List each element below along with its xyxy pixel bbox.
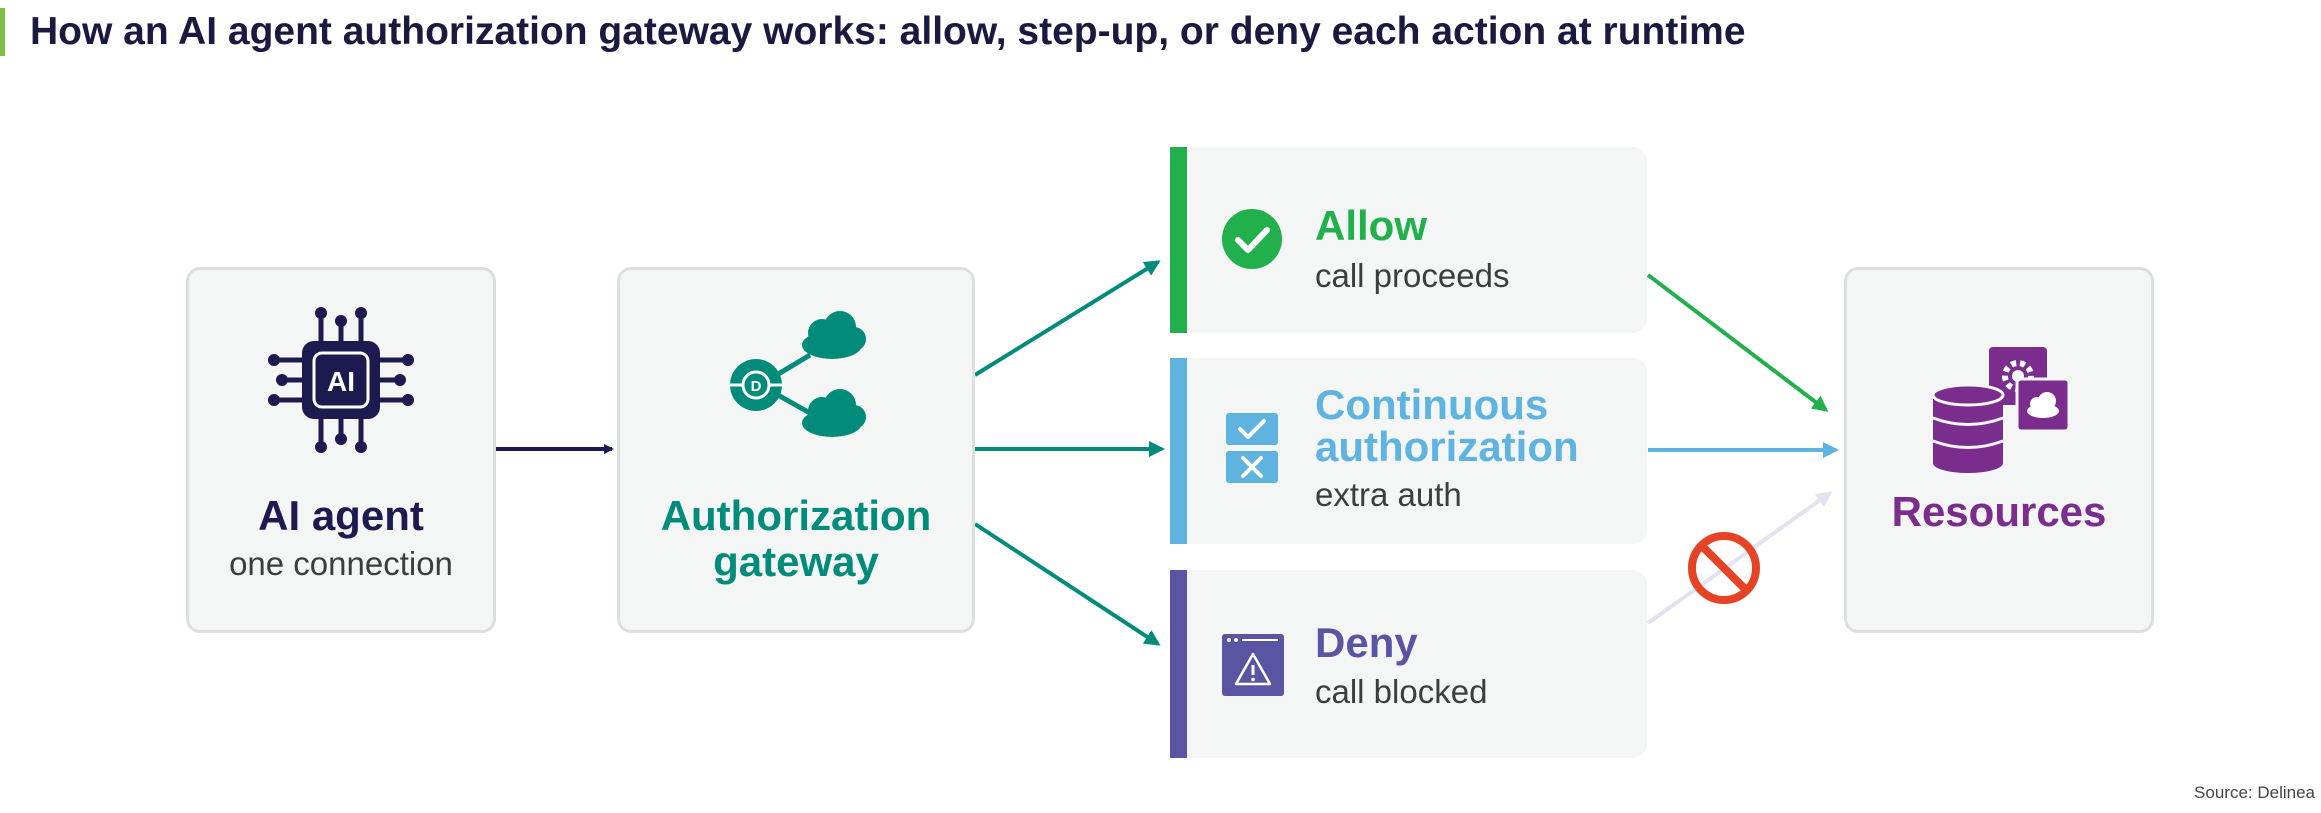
continuous-authorization-card: Continuous authorization extra auth [1170,358,1647,544]
arrow-gateway-to-allow [973,260,1161,377]
allow-subtitle: call proceeds [1315,257,1510,294]
gateway-title-line2: gateway [713,538,879,585]
cloud-icon [802,389,866,437]
page-title: How an AI agent authorization gateway wo… [30,10,1746,53]
cloud-icon [802,311,866,359]
source-credit: Source: Delinea [2194,783,2315,802]
gateway-logo-letter: D [751,378,762,395]
arrow-allow-to-resources [1646,273,1829,412]
deny-card: Deny call blocked [1170,570,1647,758]
cloud-tile-icon [2015,377,2071,433]
continuous-title-line1: Continuous [1315,381,1549,428]
deny-subtitle: call blocked [1315,673,1488,710]
resources-box: Resources [1844,267,2154,633]
authorization-gateway-box: D Authorization gateway [617,267,975,633]
check-circle-icon [1222,209,1282,269]
resources-title: Resources [1891,488,2107,535]
ai-agent-box: AI AI agent one connection [186,267,496,633]
allow-title: Allow [1315,202,1427,249]
gateway-network-icon: D [730,311,866,437]
arrow-deny-to-resources-blocked [1646,491,1833,625]
continuous-title-line2: authorization [1315,423,1579,470]
gateway-title-line1: Authorization [660,492,932,539]
allow-card: Allow call proceeds [1170,147,1647,333]
database-icon [1931,383,2005,473]
ai-agent-subtitle: one connection [229,545,453,582]
blocked-icon [1688,532,1760,604]
ai-chip-icon: AI [268,307,414,453]
ai-agent-title: AI agent [258,492,424,539]
title-accent-bar [0,8,5,56]
arrow-gateway-to-deny [973,522,1161,646]
continuous-subtitle: extra auth [1315,476,1462,513]
ai-chip-label: AI [327,366,355,397]
deny-title: Deny [1315,619,1418,666]
continuous-card-bar [1170,358,1187,544]
allow-card-bar [1170,147,1187,333]
resources-icon [1931,347,2071,473]
deny-card-bar [1170,570,1187,758]
warning-window-icon [1222,634,1284,696]
checkbox-list-icon [1226,413,1278,483]
